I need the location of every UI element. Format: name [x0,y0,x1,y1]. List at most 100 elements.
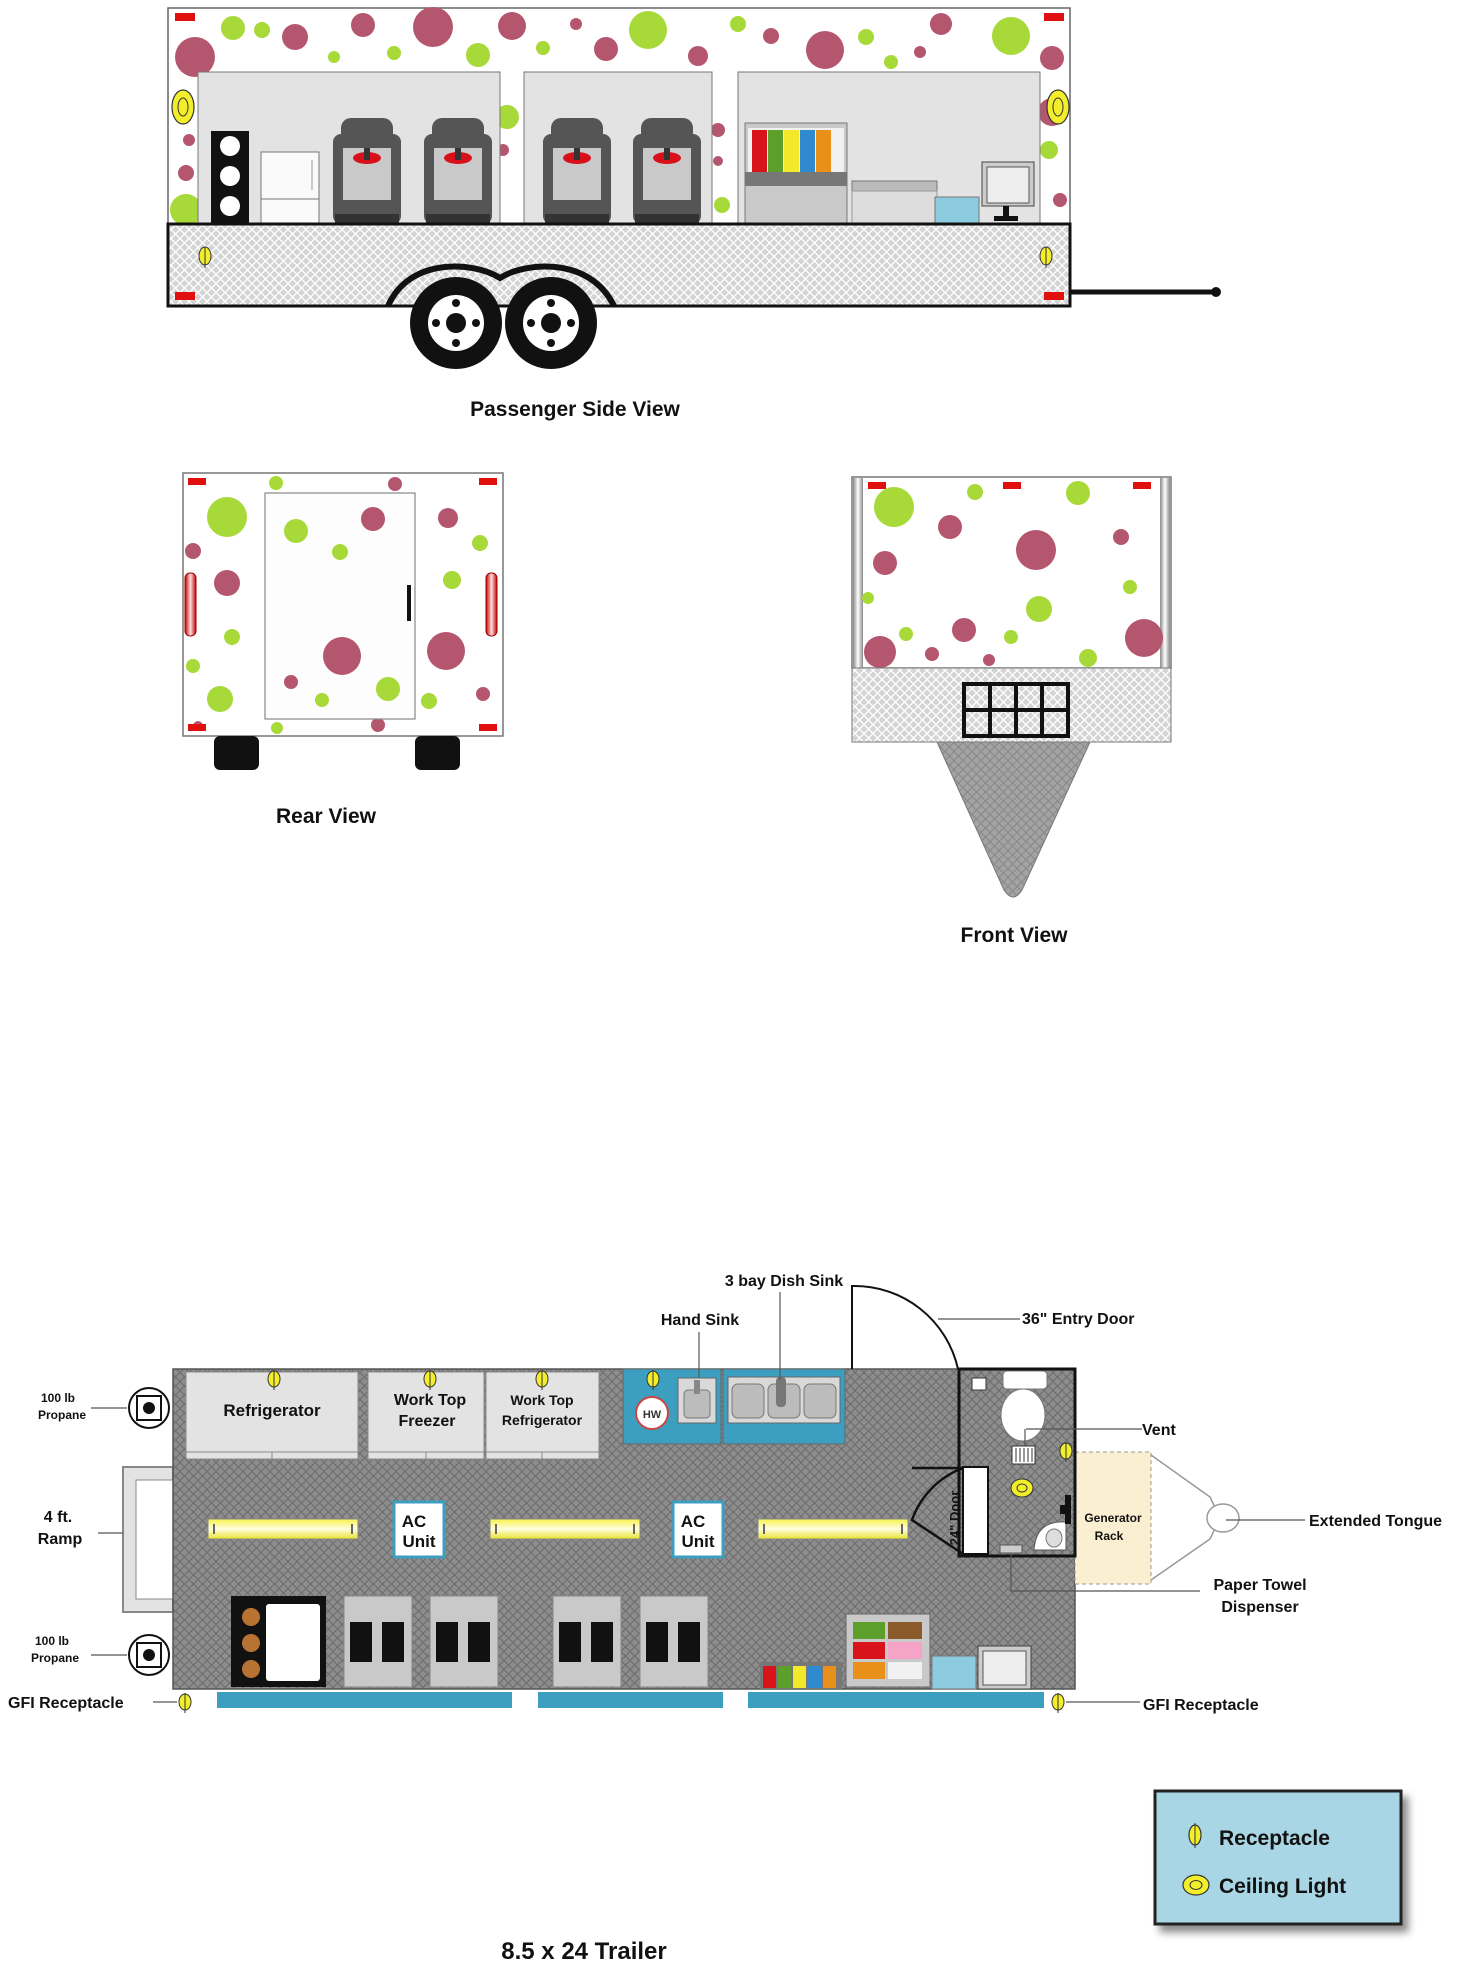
side-wheel-1 [410,277,502,369]
extended-tongue-callout: Extended Tongue [1309,1513,1442,1530]
side-receptacle-left-icon [198,246,212,268]
work-top-refrigerator-label-2: Refrigerator [502,1412,583,1428]
receptacle-refrigerator-icon [267,1370,281,1390]
generator-label-1: Generator [1084,1511,1142,1525]
restroom-exit-icon [1060,1495,1071,1524]
rear-tail-light-left [184,572,197,637]
paper-towel-dispenser [999,1544,1023,1554]
side-wheel-2 [505,277,597,369]
soft-serve-top-view-4 [639,1595,709,1688]
ac-unit-1-label-2: Unit [402,1532,435,1551]
rear-tire-left [214,736,259,770]
legend-receptacle-label: Receptacle [1219,1827,1330,1850]
side-chassis [166,222,1072,308]
griddle-station [231,1596,326,1687]
bottom-sink-basin [931,1655,977,1690]
side-polka-dots [170,7,1067,226]
rear-tire-right [415,736,460,770]
gfi-receptacle-right-icon [1051,1693,1065,1713]
serving-shelf-1 [217,1692,512,1708]
restroom-ceiling-light-icon [1010,1478,1034,1498]
side-sink-basin [934,196,980,225]
propane-top-callout-1: 100 lb [41,1391,75,1405]
side-ceiling-light-right-icon [1046,89,1070,125]
legend-receptacle-icon [1188,1823,1202,1848]
water-heater [635,1396,669,1430]
ramp-callout-2: Ramp [38,1531,83,1548]
toilet-bowl [1000,1388,1046,1442]
register-top-view [977,1645,1032,1690]
dish-sink-callout: 3 bay Dish Sink [725,1273,843,1290]
water-heater-label: HW [643,1409,662,1421]
refrigerator-label: Refrigerator [223,1401,321,1420]
soft-serve-top-view-1 [343,1595,413,1688]
work-top-freezer-label-1: Work Top [394,1392,467,1409]
ceiling-tube-2 [489,1518,641,1540]
vent-icon [1011,1445,1036,1465]
rear-view-label: Rear View [276,805,377,828]
rear-tail-light-right [485,572,498,637]
generator-label-2: Rack [1095,1529,1124,1543]
work-top-freezer-label-2: Freezer [399,1413,456,1430]
floor-plan: Generator Rack Refrigerator Work Top Fre… [122,1284,1240,1713]
ac-unit-1-label-1: AC [402,1512,427,1531]
serving-shelf-3 [748,1692,1044,1708]
ac-unit-1 [392,1500,446,1559]
side-receptacle-right-icon [1039,246,1053,268]
toilet-tank [1002,1370,1048,1390]
side-soft-serve-machines [333,118,701,224]
ac-unit-2-label-2: Unit [681,1532,714,1551]
paper-towel-callout-2: Dispenser [1221,1599,1298,1616]
receptacle-hand-sink-icon [646,1370,660,1390]
rear-door-handle [407,585,411,621]
side-ceiling-light-left-icon [171,89,195,125]
vent-callout: Vent [1142,1422,1176,1439]
ac-unit-2-label-1: AC [681,1512,706,1531]
receptacle-freezer-icon [423,1370,437,1390]
door-24 [962,1466,989,1555]
passenger-side-view: Passenger Side View [166,7,1221,421]
rear-polka-dots [185,476,490,734]
topping-display-top-view [845,1613,931,1688]
legend-ceiling-light-icon [1182,1874,1210,1896]
side-mini-fridge [260,151,320,225]
legend: Receptacle Ceiling Light [1153,1789,1403,1926]
propane-bottom-callout-1: 100 lb [35,1634,69,1648]
soft-serve-top-view-3 [552,1595,622,1688]
diagram-title: 8.5 x 24 Trailer [501,1938,666,1965]
ceiling-tube-1 [207,1518,359,1540]
tongue-coupler [1206,1503,1240,1533]
front-generator-rack [962,682,1070,738]
paper-towel-callout-1: Paper Towel [1213,1577,1306,1594]
ac-unit-2 [671,1500,725,1559]
propane-tank-bottom [128,1634,170,1676]
work-top-refrigerator-label-1: Work Top [510,1392,573,1408]
front-view: Front View [851,476,1172,947]
topping-bins [760,1662,842,1689]
entry-door-callout: 36" Entry Door [1022,1311,1135,1328]
ramp-callout-1: 4 ft. [44,1509,72,1526]
side-view-label: Passenger Side View [470,398,680,421]
propane-top-callout-2: Propane [38,1408,86,1422]
front-chassis [851,667,1172,743]
legend-ceiling-light-label: Ceiling Light [1219,1875,1346,1898]
gfi-right-callout: GFI Receptacle [1143,1697,1259,1714]
rear-door-dots [284,507,400,707]
legend-box [1153,1789,1403,1926]
work-top-freezer [367,1371,485,1460]
callout-leaders [91,1292,1305,1703]
serving-shelf-2 [538,1692,723,1708]
front-view-label: Front View [961,924,1069,947]
gfi-left-callout: GFI Receptacle [8,1695,124,1712]
receptacle-restroom-icon [1059,1442,1073,1462]
propane-bottom-callout-2: Propane [31,1651,79,1665]
door-24-label: 24" Door [947,1491,962,1546]
rear-view: Rear View [182,472,504,828]
soft-serve-top-view-2 [429,1595,499,1688]
gfi-receptacle-left-icon [178,1693,192,1713]
front-tongue [936,741,1091,898]
toilet-paper [971,1377,987,1391]
entry-door-swing [851,1284,959,1370]
generator-rack [1074,1451,1152,1585]
